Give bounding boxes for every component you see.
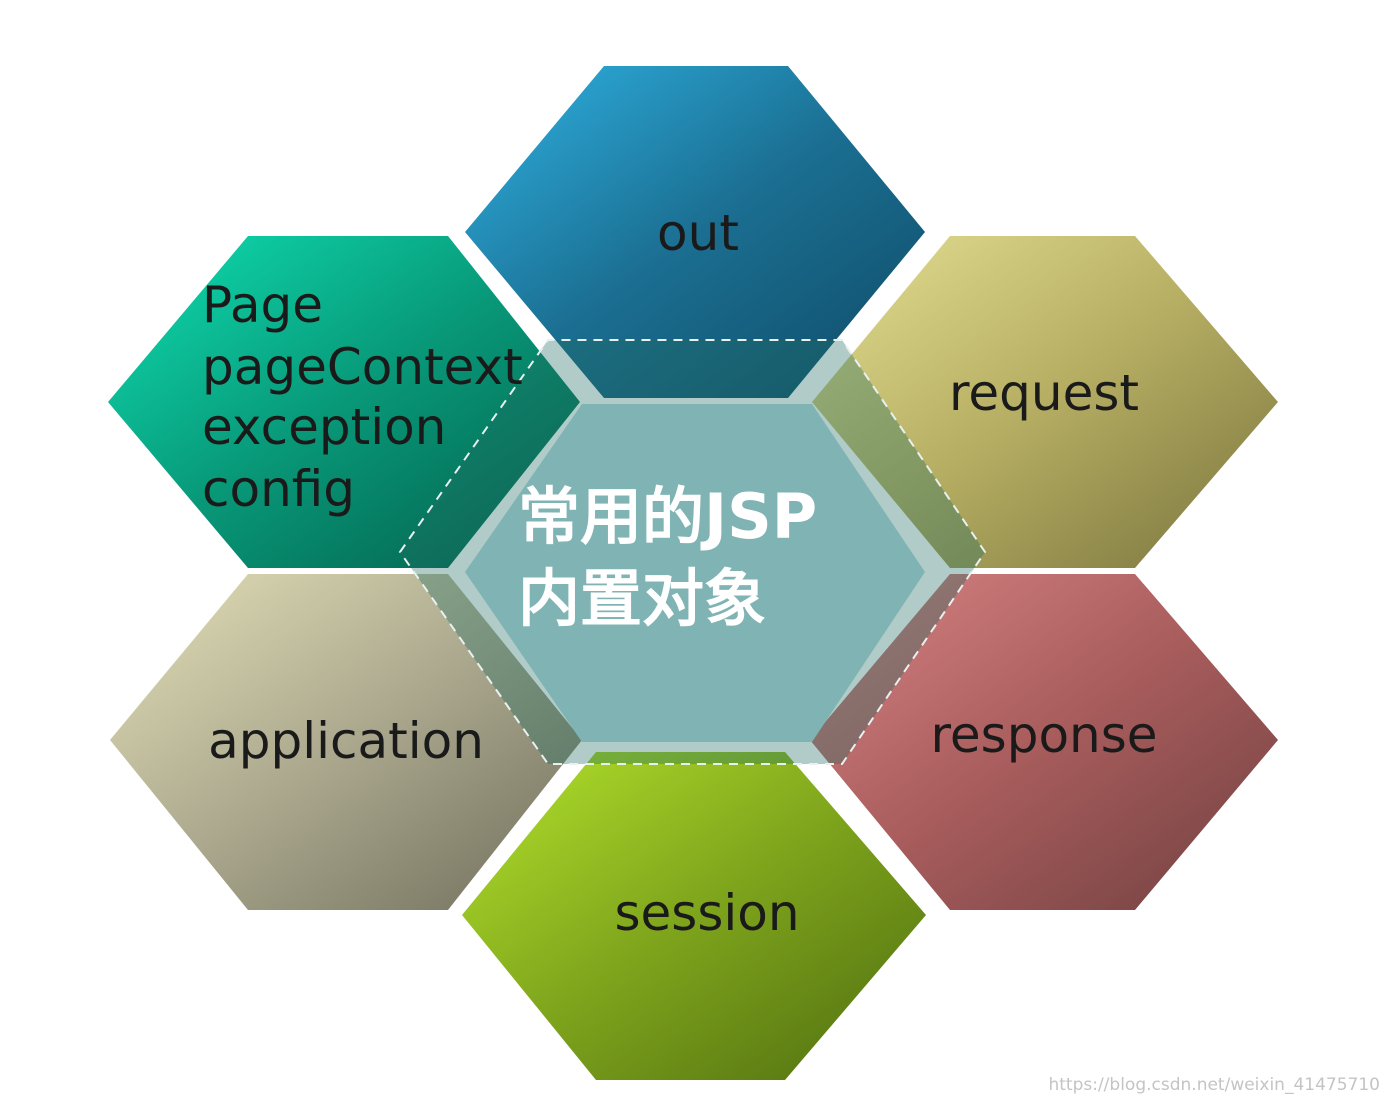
page-group-line-config: config [202,460,355,518]
page-group-line-page: Page [202,276,323,334]
request-label: request [949,364,1139,422]
center-title-line-1: 常用的JSP [518,480,817,553]
page-group-label: Page pageContext exception config [202,276,539,518]
center-title-line-2: 内置对象 [518,562,766,635]
page-group-line-exception: exception [202,398,446,456]
session-label: session [614,884,799,942]
application-label: application [208,712,484,770]
response-hexagon [810,574,1278,910]
watermark: https://blog.csdn.net/weixin_41475710 [1048,1075,1380,1095]
center-dashed-outline [398,339,987,765]
out-label: out [657,204,739,262]
center-hexagon [465,404,925,742]
application-hexagon [110,574,582,910]
center-title: 常用的JSP 内置对象 [518,480,839,635]
request-hexagon [812,236,1278,568]
session-hexagon [462,752,926,1080]
page-group-line-pagecontext: pageContext [202,338,523,396]
response-label: response [930,706,1157,764]
page-group-hexagon [108,236,580,568]
out-hexagon [465,66,925,398]
